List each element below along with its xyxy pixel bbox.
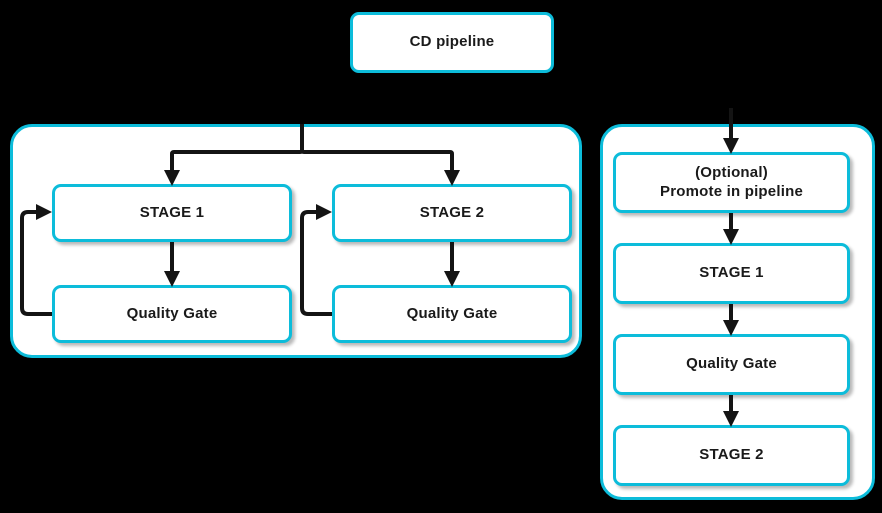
promote-line-1: (Optional): [695, 163, 768, 181]
node-right-promote-in-pipeline[interactable]: (Optional) Promote in pipeline: [613, 152, 850, 213]
node-right-stage-1[interactable]: STAGE 1: [613, 243, 850, 304]
node-left-stage-1-label: STAGE 1: [139, 203, 205, 221]
node-right-stage-1-label: STAGE 1: [699, 264, 764, 282]
promote-line-2: Promote in pipeline: [660, 182, 803, 200]
node-left-quality-gate-1[interactable]: Quality Gate: [52, 285, 292, 343]
node-right-promote-in-pipeline-label: (Optional) Promote in pipeline: [652, 164, 811, 202]
node-left-quality-gate-2-label: Quality Gate: [406, 304, 498, 322]
node-left-quality-gate-2[interactable]: Quality Gate: [332, 285, 572, 343]
node-right-stage-2-label: STAGE 2: [699, 446, 764, 464]
node-left-stage-2[interactable]: STAGE 2: [332, 184, 572, 242]
node-cd-pipeline[interactable]: CD pipeline: [350, 12, 554, 73]
node-right-quality-gate-label: Quality Gate: [686, 355, 777, 373]
node-right-stage-2[interactable]: STAGE 2: [613, 425, 850, 486]
node-right-quality-gate[interactable]: Quality Gate: [613, 334, 850, 395]
node-left-stage-2-label: STAGE 2: [419, 203, 485, 221]
node-left-stage-1[interactable]: STAGE 1: [52, 184, 292, 242]
node-left-quality-gate-1-label: Quality Gate: [126, 304, 218, 322]
node-cd-pipeline-label: CD pipeline: [409, 33, 495, 51]
